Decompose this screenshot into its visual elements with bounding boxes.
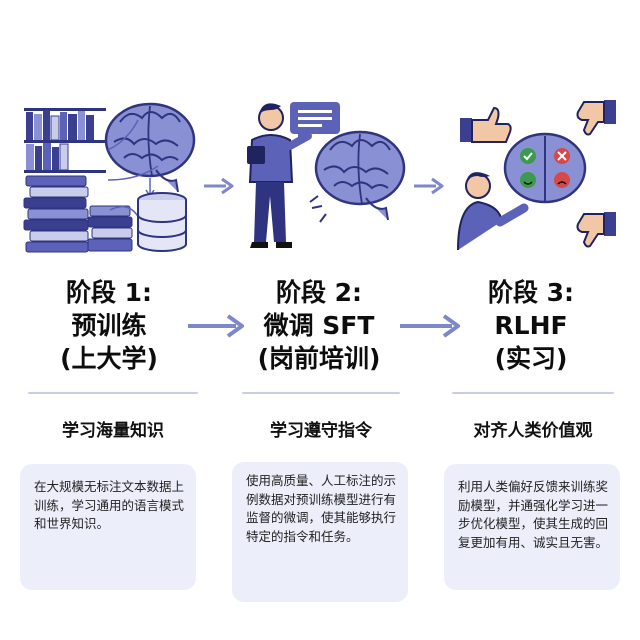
speech-bubble-icon [290,102,340,142]
stage-1-title-line-1: 阶段 1: [65,278,153,307]
stage-2-description: 使用高质量、人工标注的示例数据对预训练模型进行有监督的微调，使其能够执行特定的指… [246,473,397,544]
stage-illustrations [23,100,616,253]
stage-3-description-card: 利用人类偏好反馈来训练奖励模型，并通强化学习进一步优化模型，使其生成的回复更加有… [444,464,620,590]
divider [452,392,614,394]
stage-1-description: 在大规模无标注文本数据上训练，学习通用的语言模式和世界知识。 [34,479,185,531]
stage-3-title-line-1: 阶段 3: [487,278,575,307]
stage-2-title: 阶段 2: 微调 SFT (岗前培训) [224,276,414,375]
arrow-right-icon [400,314,460,338]
stage-3-title-line-3: (实习) [494,344,568,373]
stage-1-subtitle: 学习海量知识 [62,421,164,441]
stage-3-title: 阶段 3: RLHF (实习) [436,276,626,375]
stage-2-title-line-3: (岗前培训) [257,344,381,373]
stage-2-title-line-1: 阶段 2: [275,278,363,307]
person-icon [457,172,529,251]
stage-2-description-card: 使用高质量、人工标注的示例数据对预训练模型进行有监督的微调，使其能够执行特定的指… [232,462,408,602]
divider [242,392,400,394]
teacher-icon [247,103,312,248]
stage-3-title-line-2: RLHF [494,311,568,340]
stage-3-subtitle: 对齐人类价值观 [473,421,593,441]
thumbs-up-icon [460,106,512,143]
stage-2-subtitle: 学习遵守指令 [270,421,372,441]
thumbs-down-icon [576,212,616,248]
stage-1-title-line-2: 预训练 [71,311,147,340]
stage-1-description-card: 在大规模无标注文本数据上训练，学习通用的语言模式和世界知识。 [20,464,196,590]
books-icon [23,108,133,253]
divider [28,392,198,394]
brain-icon [314,130,406,222]
arrow-right-icon [188,314,244,338]
arrow-right-icon [414,177,444,195]
brain-feedback-icon [503,132,587,204]
stage-3-description: 利用人类偏好反馈来训练奖励模型，并通强化学习进一步优化模型，使其生成的回复更加有… [458,479,609,550]
stage-1-title: 阶段 1: 预训练 (上大学) [14,276,204,375]
database-icon [137,192,187,252]
stage-1-title-line-3: (上大学) [60,344,158,373]
arrow-right-icon [204,177,234,195]
stage-2-title-line-2: 微调 SFT [263,311,375,340]
spark-lines [309,195,327,223]
thumbs-down-icon [576,100,616,136]
